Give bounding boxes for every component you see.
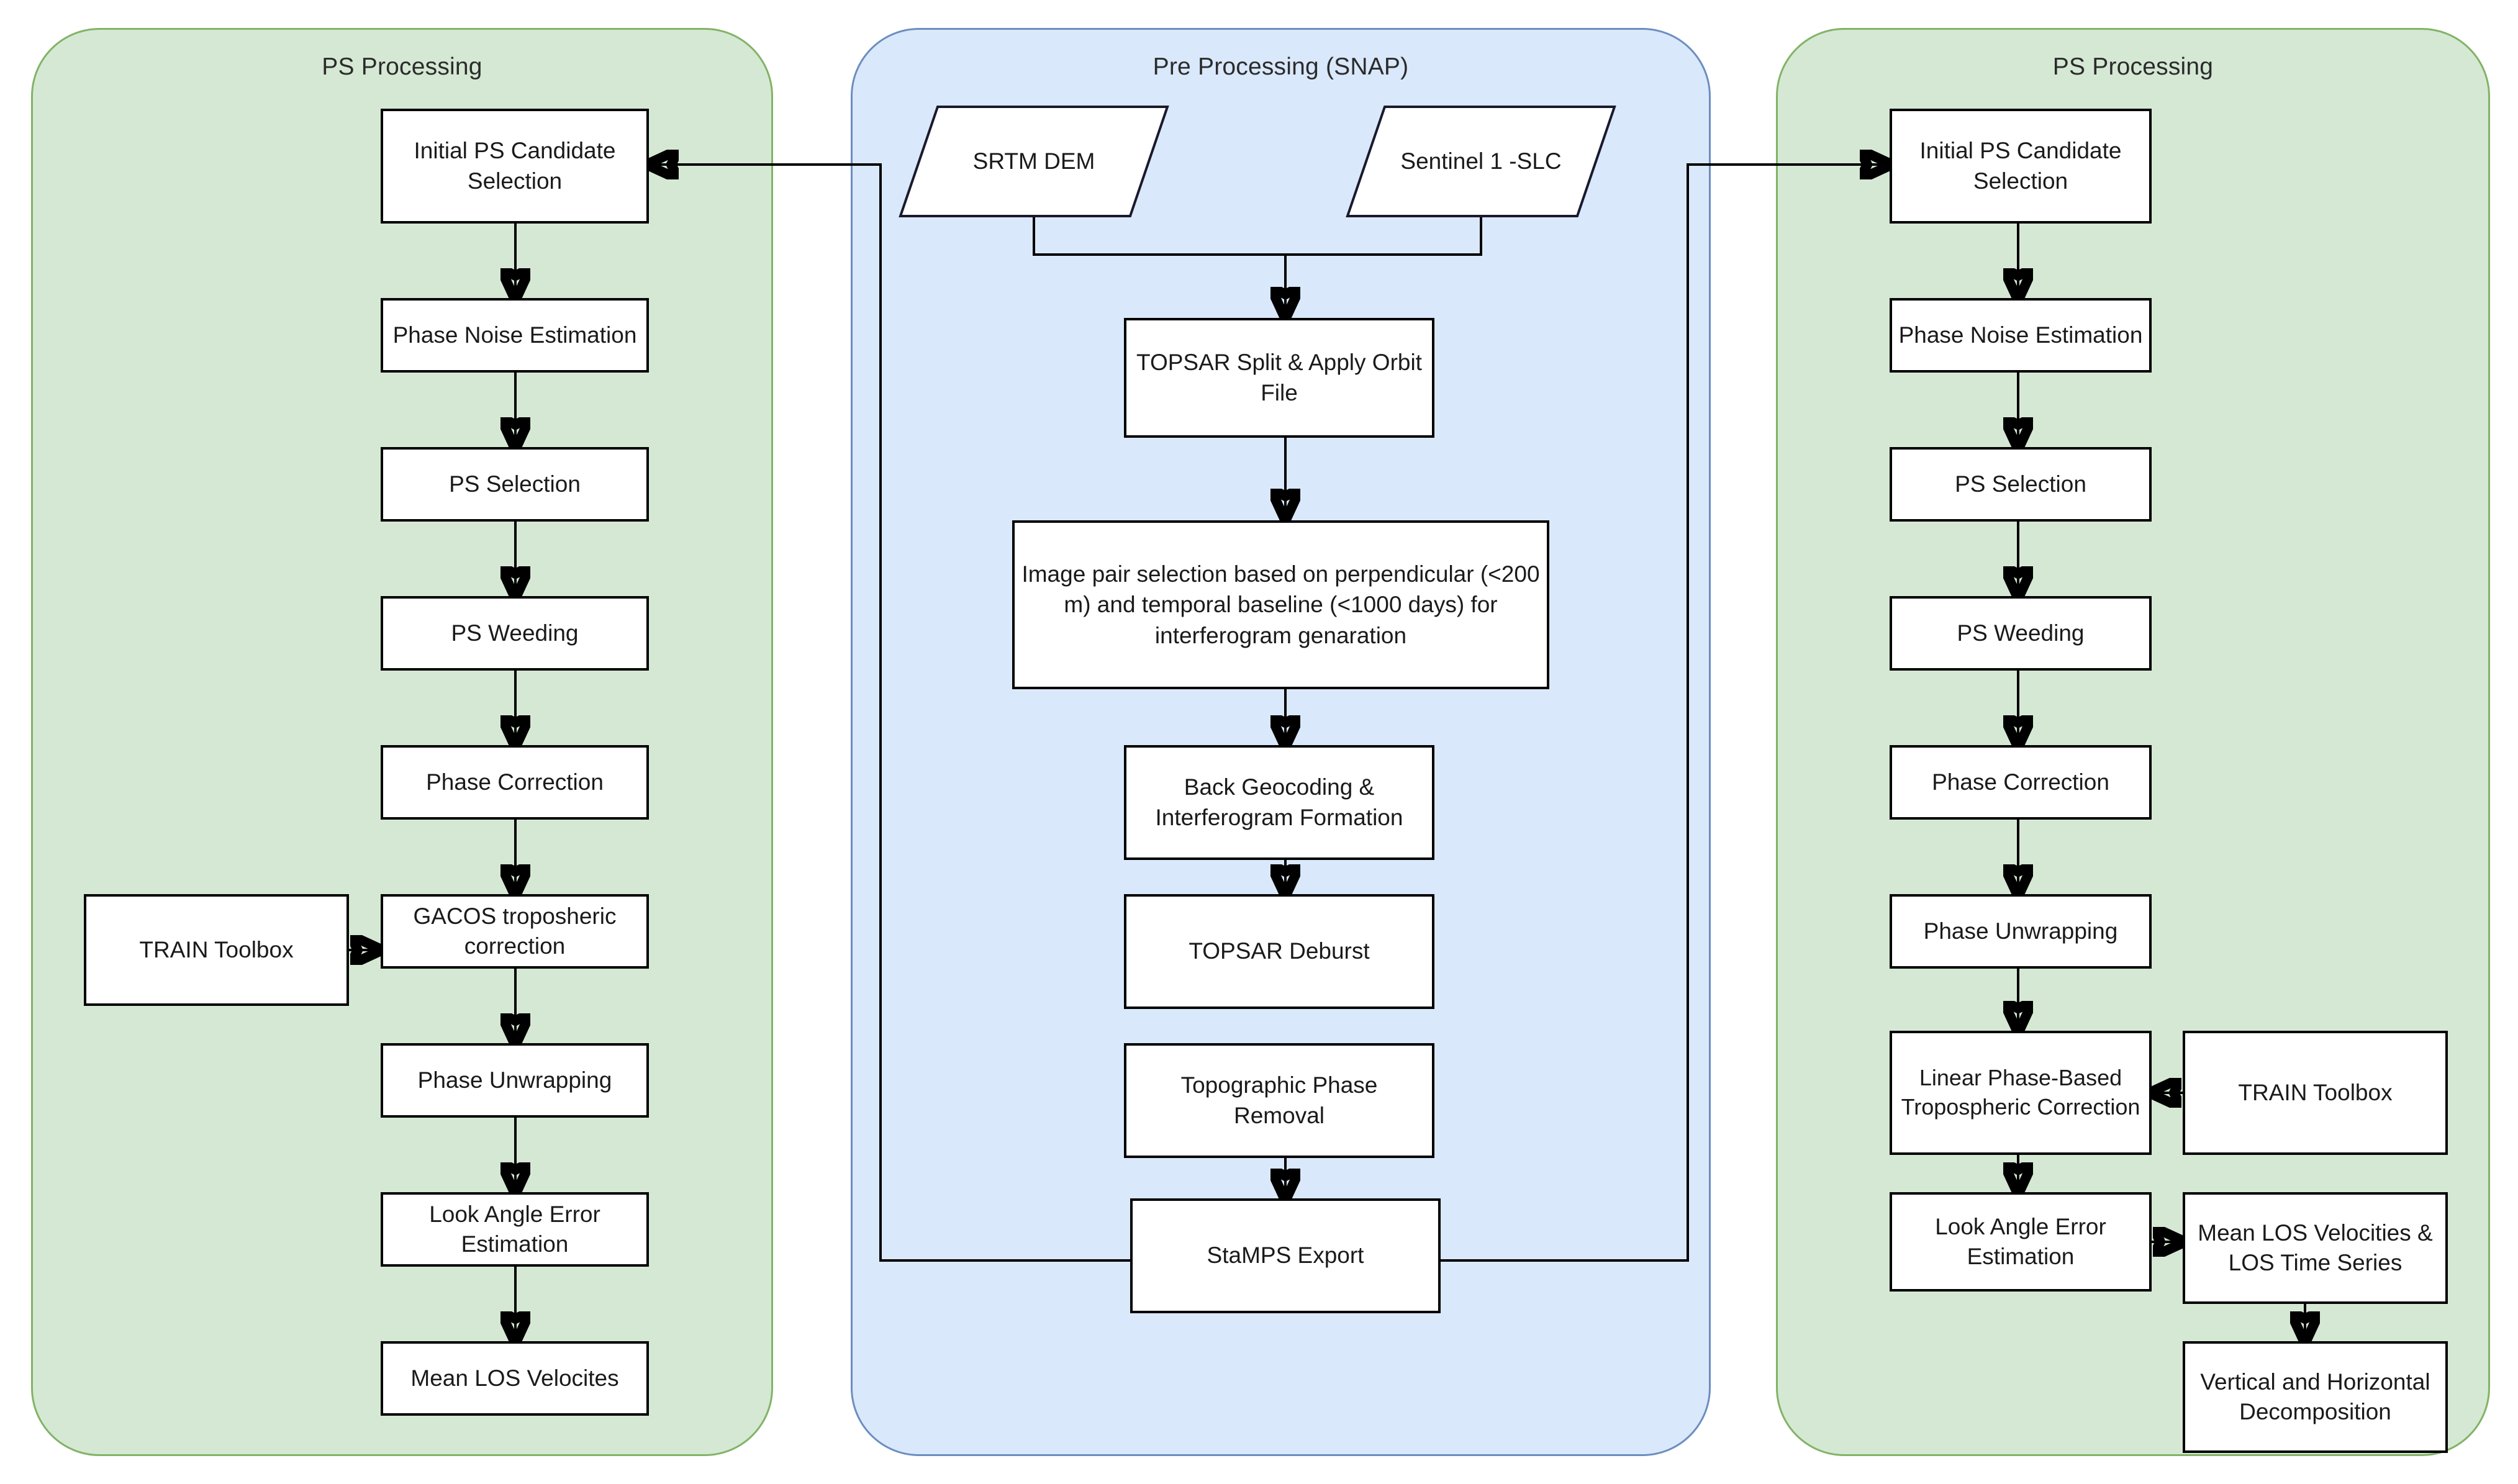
node-sentinel-1-slc[interactable]: Sentinel 1 -SLC [1346, 106, 1616, 217]
node-label: Look Angle Error Estimation [1935, 1213, 2106, 1269]
node-topsar-deburst[interactable]: TOPSAR Deburst [1124, 894, 1434, 1009]
node-label: Mean LOS Velocites [410, 1365, 619, 1391]
node-phase-correction-left[interactable]: Phase Correction [381, 745, 649, 820]
parallelogram-shape [899, 106, 1169, 217]
node-label: Initial PS Candidate Selection [1919, 138, 2122, 194]
node-topographic-phase-removal[interactable]: Topographic Phase Removal [1124, 1043, 1434, 1158]
lane-middle-title: Pre Processing (SNAP) [1153, 53, 1409, 80]
lane-left-title: PS Processing [322, 53, 482, 80]
node-train-toolbox-right[interactable]: TRAIN Toolbox [2183, 1031, 2448, 1155]
node-topsar-split-apply-orbit-file[interactable]: TOPSAR Split & Apply Orbit File [1124, 318, 1434, 438]
node-label: GACOS troposheric correction [413, 903, 617, 959]
node-label: TOPSAR Deburst [1189, 938, 1370, 964]
node-train-toolbox-left[interactable]: TRAIN Toolbox [84, 894, 349, 1006]
node-phase-unwrapping-right[interactable]: Phase Unwrapping [1890, 894, 2152, 969]
node-label: Phase Noise Estimation [1898, 322, 2143, 348]
node-label: Phase Noise Estimation [392, 322, 637, 348]
node-phase-unwrapping-left[interactable]: Phase Unwrapping [381, 1043, 649, 1118]
node-gacos-tropospheric-correction[interactable]: GACOS troposheric correction [381, 894, 649, 969]
node-back-geocoding-interferogram-formation[interactable]: Back Geocoding & Interferogram Formation [1124, 745, 1434, 860]
node-label: TRAIN Toolbox [139, 936, 294, 962]
node-phase-correction-right[interactable]: Phase Correction [1890, 745, 2152, 820]
parallelogram-shape [1346, 106, 1616, 217]
node-label: Topographic Phase Removal [1180, 1072, 1378, 1128]
node-label: TRAIN Toolbox [2238, 1079, 2393, 1105]
node-mean-los-velocities-time-series[interactable]: Mean LOS Velocities & LOS Time Series [2183, 1192, 2448, 1304]
node-vertical-horizontal-decomposition[interactable]: Vertical and Horizontal Decomposition [2183, 1341, 2448, 1453]
node-label: PS Selection [449, 471, 581, 497]
node-ps-selection-right[interactable]: PS Selection [1890, 447, 2152, 522]
node-label: Phase Unwrapping [417, 1067, 612, 1093]
node-image-pair-selection[interactable]: Image pair selection based on perpendicu… [1012, 520, 1549, 689]
node-phase-noise-estimation-right[interactable]: Phase Noise Estimation [1890, 298, 2152, 373]
lane-right-title: PS Processing [2052, 53, 2214, 80]
node-mean-los-velocites-left[interactable]: Mean LOS Velocites [381, 1341, 649, 1416]
node-linear-phase-based-tropospheric-correction[interactable]: Linear Phase-Based Tropospheric Correcti… [1890, 1031, 2152, 1155]
node-srtm-dem[interactable]: SRTM DEM [899, 106, 1169, 217]
node-label: Initial PS Candidate Selection [414, 138, 616, 194]
node-ps-weeding-left[interactable]: PS Weeding [381, 596, 649, 671]
node-label: Vertical and Horizontal Decomposition [2200, 1369, 2430, 1424]
node-stamps-export[interactable]: StaMPS Export [1130, 1198, 1441, 1313]
node-label: Back Geocoding & Interferogram Formation [1155, 774, 1403, 830]
node-label: Image pair selection based on perpendicu… [1021, 561, 1540, 648]
node-label: Linear Phase-Based Tropospheric Correcti… [1901, 1065, 2140, 1120]
node-label: StaMPS Export [1207, 1242, 1364, 1269]
node-label: Phase Correction [1932, 769, 2109, 795]
node-ps-weeding-right[interactable]: PS Weeding [1890, 596, 2152, 671]
node-initial-ps-candidate-selection-right[interactable]: Initial PS Candidate Selection [1890, 109, 2152, 224]
node-label: Look Angle Error Estimation [429, 1201, 600, 1257]
node-phase-noise-estimation-left[interactable]: Phase Noise Estimation [381, 298, 649, 373]
node-look-angle-error-estimation-left[interactable]: Look Angle Error Estimation [381, 1192, 649, 1267]
node-label: TOPSAR Split & Apply Orbit File [1136, 350, 1422, 405]
node-label: Phase Correction [426, 769, 604, 795]
node-label: PS Weeding [1957, 620, 2085, 646]
node-initial-ps-candidate-selection-left[interactable]: Initial PS Candidate Selection [381, 109, 649, 224]
node-label: PS Selection [1955, 471, 2086, 497]
node-look-angle-error-estimation-right[interactable]: Look Angle Error Estimation [1890, 1192, 2152, 1292]
node-label: Mean LOS Velocities & LOS Time Series [2198, 1219, 2433, 1275]
node-ps-selection-left[interactable]: PS Selection [381, 447, 649, 522]
node-label: PS Weeding [451, 620, 579, 646]
node-label: Phase Unwrapping [1923, 918, 2118, 944]
